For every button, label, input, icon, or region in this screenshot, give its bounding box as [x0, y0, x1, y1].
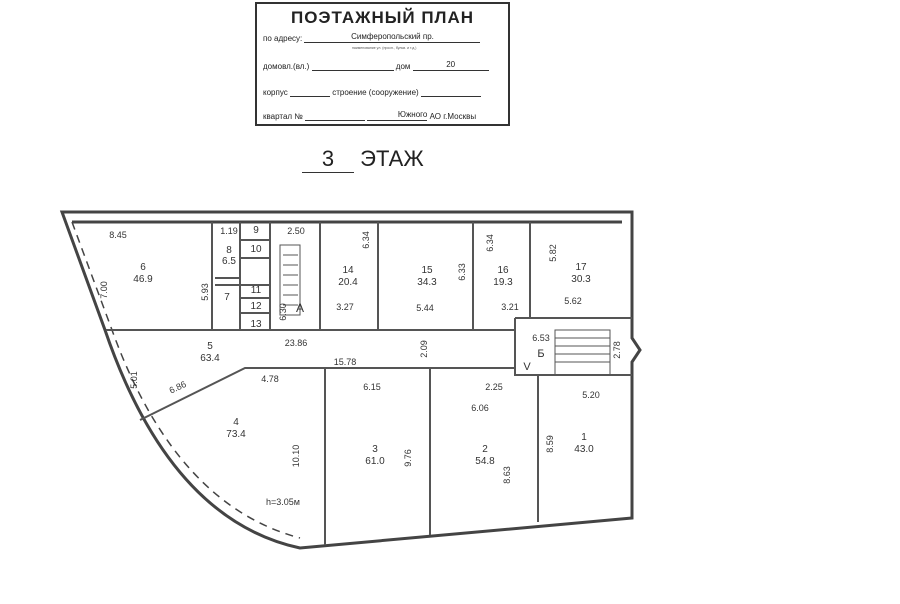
dimension-label: 6.34	[361, 231, 371, 249]
outer-wall	[59, 210, 642, 550]
dimension-label: 2.78	[612, 341, 622, 359]
room-1-area: 43.0	[574, 444, 594, 455]
district-value: Южного	[367, 110, 428, 121]
room-1-number: 1	[581, 432, 587, 443]
room-9-number: 9	[253, 225, 259, 236]
room-5-number: 5	[207, 341, 213, 352]
room-4-area: 73.4	[226, 429, 246, 440]
room-12-number: 12	[250, 301, 262, 312]
dimension-label: 4.78	[261, 374, 279, 384]
dimension-label: 6.33	[457, 263, 467, 281]
stair-a-label: А	[296, 301, 304, 315]
dimension-label: 2.25	[485, 382, 503, 392]
title-block-heading: ПОЭТАЖНЫЙ ПЛАН	[290, 8, 475, 27]
room-17-number: 17	[575, 262, 587, 273]
dom-value: 20	[412, 60, 489, 71]
floor-number: 3	[302, 146, 354, 173]
address-hint: наименование ул. (просп., бульв. и т.д.)	[352, 46, 417, 50]
floor-label: ЭТАЖ	[360, 146, 424, 171]
dimension-labels: 8.45 7.00 5.93 1.19 2.50 6.30 23.86 6.34…	[99, 226, 622, 507]
dimension-label: 6.15	[363, 382, 381, 392]
dimension-label: 5.01	[129, 371, 139, 389]
dimension-label: 5.20	[582, 390, 600, 400]
dimension-label: 9.76	[403, 449, 413, 467]
room-15-area: 34.3	[417, 277, 437, 288]
dimension-label: 10.10	[291, 445, 301, 468]
korpus-row: корпус строение (сооружение)	[263, 86, 502, 97]
room-14-area: 20.4	[338, 277, 358, 288]
dimension-label: 2.09	[419, 340, 429, 358]
room-10-number: 10	[250, 244, 262, 255]
interior-walls	[106, 222, 632, 545]
room-8-area: 6.5	[222, 256, 236, 267]
room-2-number: 2	[482, 444, 488, 455]
ceiling-height-note: h=3.05м	[266, 497, 300, 507]
dimension-label: 8.45	[109, 230, 127, 240]
dimension-label: 5.44	[416, 303, 434, 313]
dimension-label: 6.86	[168, 379, 188, 395]
domovl-label: домовл.(вл.)	[263, 62, 310, 71]
dimension-label: 5.93	[200, 283, 210, 301]
address-label: по адресу:	[263, 34, 303, 43]
window-strip	[71, 221, 301, 539]
room-6-number: 6	[140, 262, 146, 273]
dimension-label: 8.63	[502, 466, 512, 484]
floor-heading: 3 ЭТАЖ	[302, 146, 424, 173]
room-16-area: 19.3	[493, 277, 513, 288]
dimension-label: 6.34	[485, 234, 495, 252]
room-5-area: 63.4	[200, 353, 220, 364]
room-15-number: 15	[421, 265, 433, 276]
dimension-label: 5.62	[564, 296, 582, 306]
room-14-number: 14	[342, 265, 354, 276]
dimension-label: 6.53	[532, 333, 550, 343]
room-4-number: 4	[233, 417, 239, 428]
dimension-label: 3.27	[336, 302, 354, 312]
dom-label: дом	[395, 62, 411, 71]
dimension-label: 7.00	[99, 281, 109, 299]
room-17-area: 30.3	[571, 274, 591, 285]
dimension-label: 5.82	[548, 244, 558, 262]
stair-b-label: Б	[537, 348, 544, 360]
room-7-number: 7	[224, 292, 230, 303]
dimension-label: 1.19	[220, 226, 238, 236]
stroenie-label: строение (сооружение)	[332, 88, 419, 97]
kvartal-label: квартал №	[263, 112, 303, 121]
dimension-label: 15.78	[334, 357, 357, 367]
dimension-label: 3.21	[501, 302, 519, 312]
room-2-area: 54.8	[475, 456, 495, 467]
room-13-number: 13	[250, 319, 262, 330]
stair-v-label: V	[523, 361, 531, 373]
dimension-label: 6.06	[471, 403, 489, 413]
korpus-label: корпус	[263, 88, 288, 97]
room-6-area: 46.9	[133, 274, 153, 285]
title-block: ПОЭТАЖНЫЙ ПЛАН по адресу: Симферопольски…	[255, 2, 510, 126]
kvartal-row: квартал № Южного АО г.Москвы	[263, 110, 502, 121]
room-labels: 1 43.0 2 54.8 3 61.0 4 73.4 5 63.4 6 46.…	[133, 225, 594, 467]
dimension-label: 2.50	[287, 226, 305, 236]
address-row: по адресу: Симферопольский пр.	[263, 32, 502, 43]
city-label: АО г.Москвы	[429, 112, 477, 121]
room-16-number: 16	[497, 265, 509, 276]
domovl-row: домовл.(вл.) дом 20	[263, 60, 502, 71]
room-3-area: 61.0	[365, 456, 385, 467]
address-value: Симферопольский пр.	[304, 32, 481, 43]
dimension-label: 8.59	[545, 435, 555, 453]
dimension-label: 23.86	[285, 338, 308, 348]
room-3-number: 3	[372, 444, 378, 455]
room-8-number: 8	[226, 245, 232, 256]
room-11-number: 11	[251, 285, 262, 296]
dimension-label: 6.30	[278, 303, 288, 321]
